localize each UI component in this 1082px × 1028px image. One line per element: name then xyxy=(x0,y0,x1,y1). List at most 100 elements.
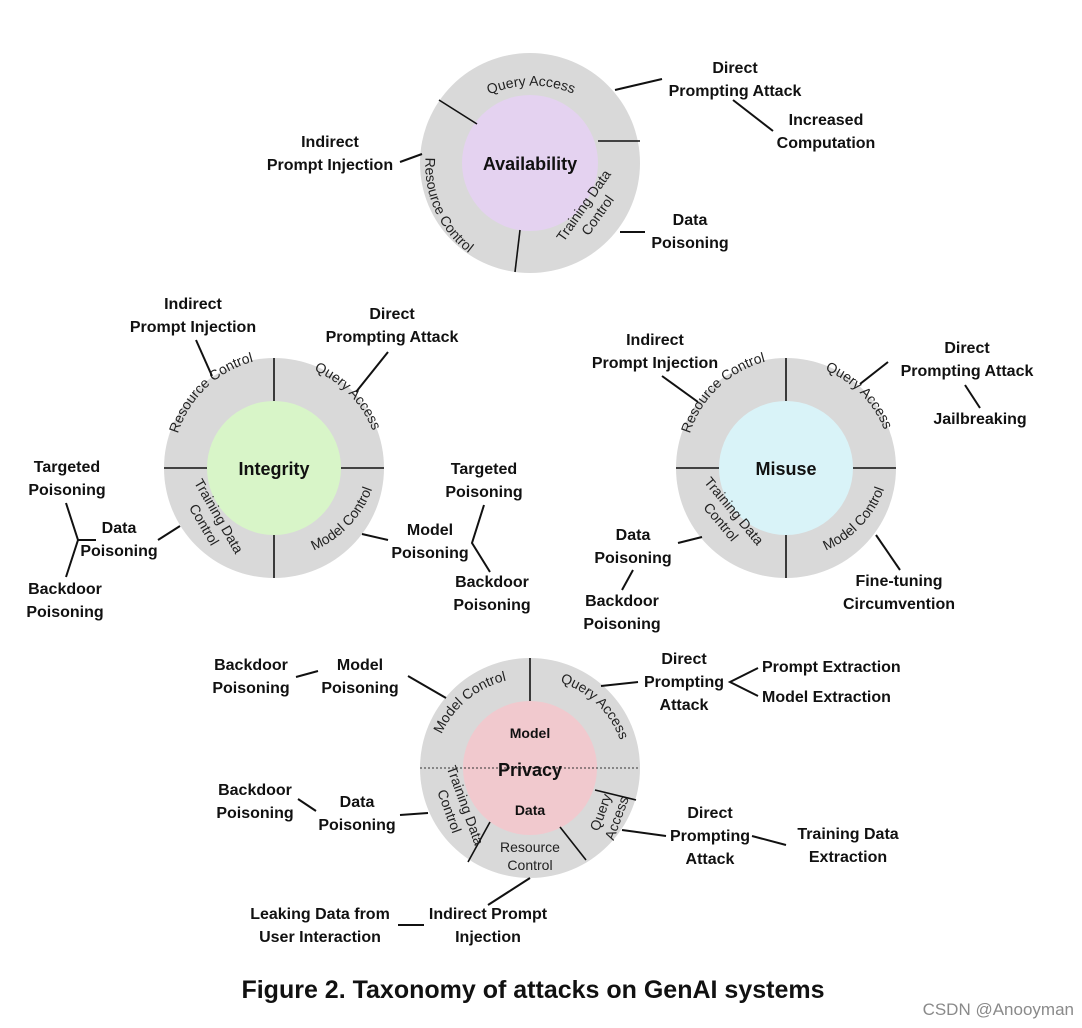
svg-text:Indirect: Indirect xyxy=(626,332,684,349)
svg-text:Poisoning: Poisoning xyxy=(391,545,468,562)
svg-text:Computation: Computation xyxy=(777,135,876,152)
availability-core xyxy=(462,95,598,231)
svg-text:Poisoning: Poisoning xyxy=(651,235,728,252)
misuse-connector-direct xyxy=(859,361,889,385)
privacy-connector-extraction-branch xyxy=(727,667,759,697)
figure-caption: Figure 2. Taxonomy of attacks on GenAI s… xyxy=(241,976,825,1004)
svg-text:Model: Model xyxy=(407,522,453,539)
svg-text:Attack: Attack xyxy=(660,697,709,714)
privacy-label-indirect-prompt-injection: Indirect Prompt Injection xyxy=(429,906,548,946)
svg-text:Circumvention: Circumvention xyxy=(843,596,955,613)
misuse-connector-data xyxy=(677,536,703,544)
privacy-data-half-label: Data xyxy=(515,802,546,818)
svg-text:Targeted: Targeted xyxy=(451,461,517,478)
svg-text:Increased: Increased xyxy=(789,112,864,129)
privacy-connector-model xyxy=(407,675,447,699)
svg-text:Indirect: Indirect xyxy=(301,134,359,151)
svg-text:Injection: Injection xyxy=(455,929,521,946)
misuse-label-backdoor-poisoning: Backdoor Poisoning xyxy=(583,593,660,633)
privacy-connector-direct-top xyxy=(600,681,639,687)
svg-text:Leaking Data from: Leaking Data from xyxy=(250,906,390,923)
integrity-connector-direct xyxy=(355,351,389,393)
integrity-label-direct-prompting-attack: Direct Prompting Attack xyxy=(326,306,459,346)
integrity-connector-data xyxy=(157,525,181,541)
svg-text:Poisoning: Poisoning xyxy=(583,616,660,633)
svg-text:Direct: Direct xyxy=(687,805,733,822)
svg-text:Poisoning: Poisoning xyxy=(453,597,530,614)
integrity-label-data-poisoning: Data Poisoning xyxy=(80,520,157,560)
misuse-label-finetuning-circumvention: Fine-tuning Circumvention xyxy=(843,573,955,613)
availability-connector-direct xyxy=(614,78,663,91)
availability-diagram: Availability Query Access Resource Contr… xyxy=(267,53,875,273)
privacy-label-prompt-extraction: Prompt Extraction xyxy=(762,659,901,676)
svg-text:Resource: Resource xyxy=(500,839,560,855)
availability-center-label: Availability xyxy=(483,154,577,174)
svg-text:Poisoning: Poisoning xyxy=(594,550,671,567)
misuse-connector-indirect xyxy=(661,375,699,403)
svg-text:Backdoor: Backdoor xyxy=(28,581,102,598)
integrity-connector-model xyxy=(361,533,389,541)
svg-text:Poisoning: Poisoning xyxy=(212,680,289,697)
privacy-label-training-data-extraction: Training Data Extraction xyxy=(797,826,898,866)
misuse-connector-finetuning xyxy=(875,534,901,571)
svg-text:Fine-tuning: Fine-tuning xyxy=(855,573,942,590)
misuse-connector-backdoor xyxy=(621,569,634,591)
privacy-diagram: Model Privacy Data Model Control Query A… xyxy=(212,651,900,946)
privacy-connector-training-extraction xyxy=(751,835,787,846)
misuse-label-jailbreaking: Jailbreaking xyxy=(933,411,1026,428)
privacy-connector-direct-bottom xyxy=(621,829,667,837)
availability-divider-left xyxy=(438,99,478,125)
svg-text:Control: Control xyxy=(507,857,552,873)
integrity-connector-right-branch xyxy=(470,504,491,573)
svg-text:Indirect Prompt: Indirect Prompt xyxy=(429,906,548,923)
availability-connector-indirect xyxy=(399,153,423,163)
privacy-connector-data xyxy=(399,812,429,816)
privacy-label-model-extraction: Model Extraction xyxy=(762,689,891,706)
svg-text:Extraction: Extraction xyxy=(809,849,887,866)
misuse-diagram: Misuse Resource Control Query Access Mod… xyxy=(583,332,1033,633)
privacy-label-data-poisoning: Data Poisoning xyxy=(318,794,395,834)
privacy-divider-lower-left xyxy=(467,821,491,863)
privacy-label-leaking-data: Leaking Data from User Interaction xyxy=(250,906,390,946)
integrity-connector-indirect xyxy=(195,339,213,377)
availability-label-increased-computation: Increased Computation xyxy=(777,112,876,152)
availability-label-direct-prompting-attack: Direct Prompting Attack xyxy=(669,60,802,100)
svg-text:Direct: Direct xyxy=(712,60,758,77)
privacy-connector-backdoor-data xyxy=(297,798,317,812)
misuse-center-label: Misuse xyxy=(755,459,816,479)
privacy-connector-backdoor-model-top xyxy=(295,670,319,678)
svg-text:Attack: Attack xyxy=(686,851,735,868)
svg-text:Indirect: Indirect xyxy=(164,296,222,313)
privacy-label-backdoor-poisoning-top: Backdoor Poisoning xyxy=(212,657,289,697)
svg-text:Direct: Direct xyxy=(944,340,990,357)
integrity-core xyxy=(207,401,341,535)
svg-text:Data: Data xyxy=(673,212,708,229)
svg-text:Model: Model xyxy=(337,657,383,674)
integrity-label-backdoor-poisoning-left: Backdoor Poisoning xyxy=(26,581,103,621)
svg-text:Poisoning: Poisoning xyxy=(26,604,103,621)
availability-divider-bottom xyxy=(514,229,521,273)
integrity-center-label: Integrity xyxy=(238,459,309,479)
privacy-connector-indirect xyxy=(487,877,531,906)
misuse-label-direct-prompting-attack: Direct Prompting Attack xyxy=(901,340,1034,380)
watermark: CSDN @Anooyman xyxy=(922,1000,1074,1019)
svg-text:Prompting Attack: Prompting Attack xyxy=(901,363,1034,380)
svg-text:Training Data: Training Data xyxy=(797,826,898,843)
svg-text:Poisoning: Poisoning xyxy=(28,482,105,499)
availability-connector-increased xyxy=(732,99,774,132)
privacy-label-direct-prompting-attack-top: Direct Prompting Attack xyxy=(644,651,724,714)
availability-label-indirect-prompt-injection: Indirect Prompt Injection xyxy=(267,134,393,174)
integrity-label-model-poisoning: Model Poisoning xyxy=(391,522,468,562)
svg-text:Backdoor: Backdoor xyxy=(455,574,529,591)
svg-text:Direct: Direct xyxy=(661,651,707,668)
svg-text:Poisoning: Poisoning xyxy=(80,543,157,560)
integrity-label-targeted-poisoning-right: Targeted Poisoning xyxy=(445,461,522,501)
svg-text:Direct: Direct xyxy=(369,306,415,323)
misuse-core xyxy=(719,401,853,535)
misuse-label-data-poisoning: Data Poisoning xyxy=(594,527,671,567)
svg-text:Prompting: Prompting xyxy=(644,674,724,691)
integrity-connector-left-branch xyxy=(65,502,80,578)
integrity-diagram: Integrity Resource Control Query Access … xyxy=(26,296,530,621)
svg-text:Backdoor: Backdoor xyxy=(214,657,288,674)
